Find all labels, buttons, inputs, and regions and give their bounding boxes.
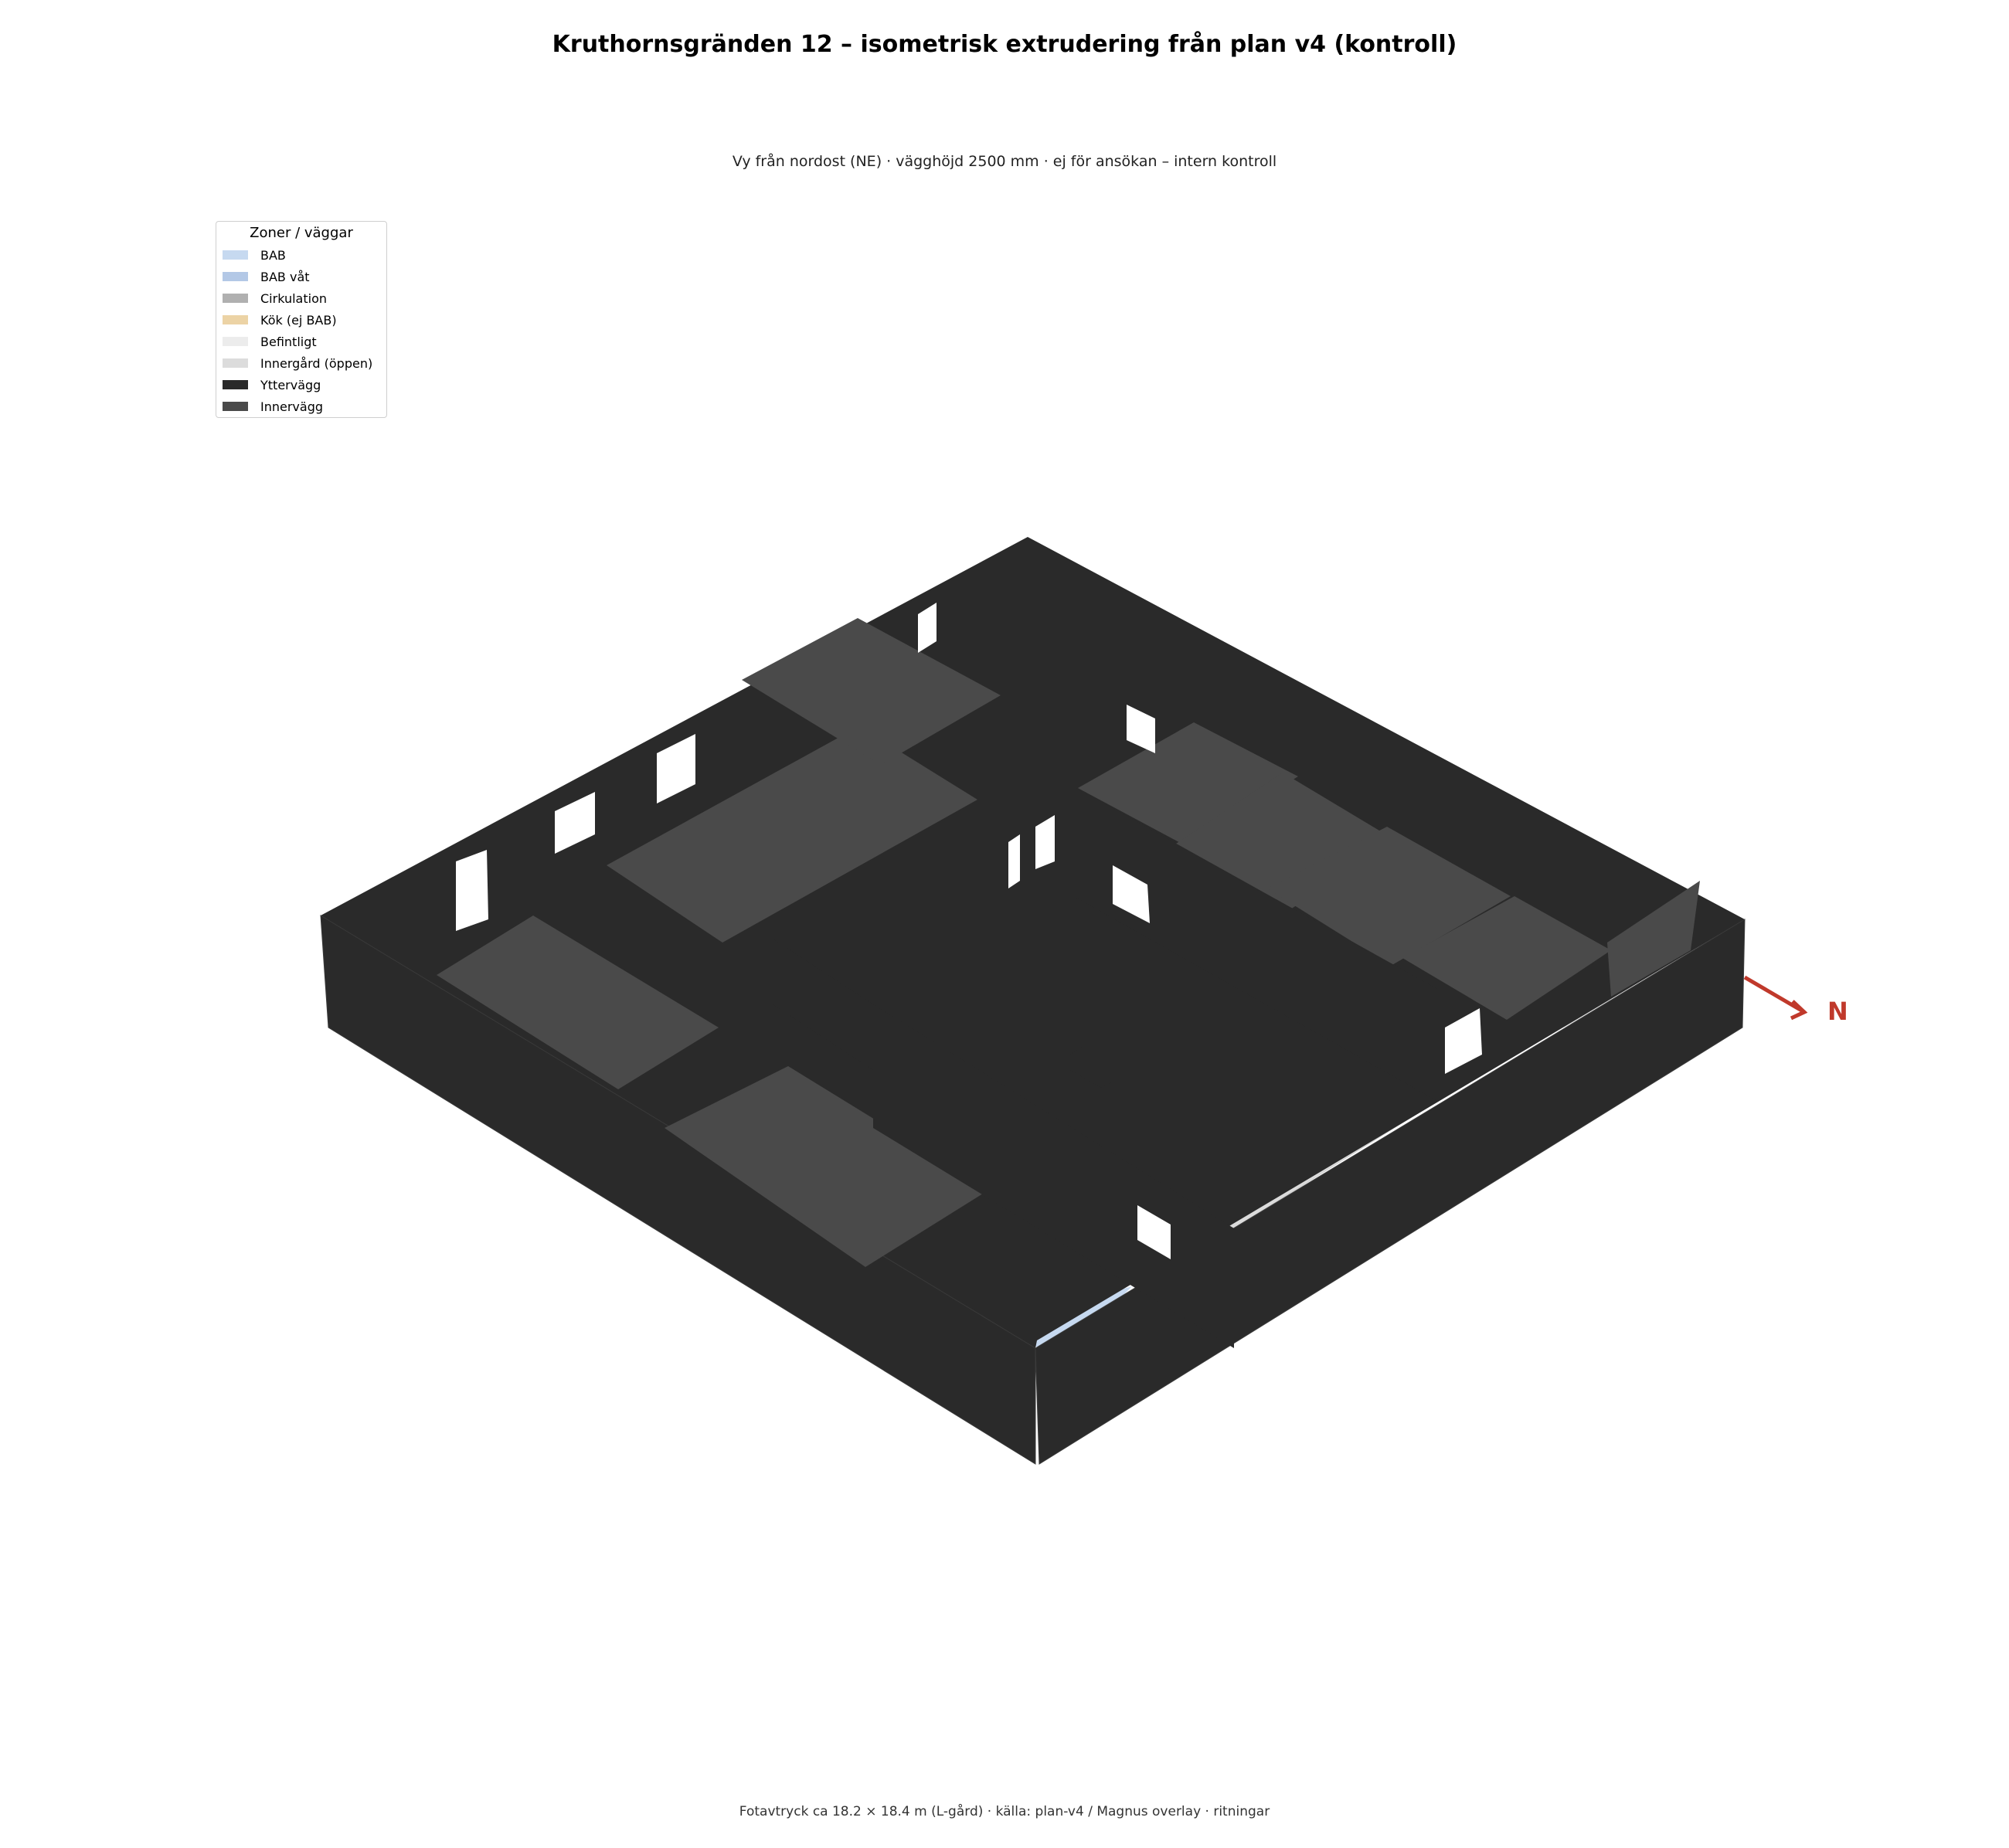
window-opening <box>1035 815 1055 869</box>
window-opening <box>1008 834 1020 888</box>
wall-solids <box>320 537 1746 1465</box>
legend-swatch-innervagg <box>223 402 248 411</box>
window-opening <box>1127 705 1155 753</box>
inner-wall-block-nw <box>607 726 977 943</box>
legend-item-kok: Kök (ej BAB) <box>216 309 386 331</box>
legend-item-innergard: Innergård (öppen) <box>216 352 386 374</box>
legend-item-befintligt: Befintligt <box>216 331 386 352</box>
page-footer: Fotavtryck ca 18.2 × 18.4 m (L-gård) · k… <box>739 1804 1270 1819</box>
window-opening <box>657 734 695 803</box>
window-opening <box>1137 1205 1171 1259</box>
inner-wall-face-courtyard-s <box>873 1004 1234 1348</box>
north-label: N <box>1827 997 1848 1026</box>
legend-item-innervagg: Innervägg <box>216 396 386 417</box>
outer-wall-top <box>321 537 1745 1348</box>
window-opening <box>456 850 488 931</box>
legend-swatch-kok <box>223 315 248 324</box>
inner-wall-block-n <box>742 618 1001 765</box>
legend: Zoner / väggar BAB BAB våt Cirkulation K… <box>216 221 387 418</box>
inner-wall-block-se <box>1607 881 1700 997</box>
legend-item-bab: BAB <box>216 244 386 266</box>
legend-swatch-bab-vat <box>223 272 248 281</box>
window-opening <box>1113 865 1150 923</box>
legend-swatch-innergard <box>223 358 248 368</box>
inner-wall-face-courtyard-n <box>1076 788 1437 1101</box>
legend-swatch-befintligt <box>223 337 248 346</box>
page-subtitle: Vy från nordost (NE) · vägghöjd 2500 mm … <box>732 153 1277 170</box>
legend-item-yttervagg: Yttervägg <box>216 374 386 396</box>
legend-label-bab: BAB <box>260 247 286 263</box>
legend-item-cirkulation: Cirkulation <box>216 287 386 309</box>
legend-label-bab-vat: BAB våt <box>260 269 310 284</box>
window-opening <box>918 603 937 653</box>
page-title: Kruthornsgränden 12 – isometrisk extrude… <box>552 31 1457 58</box>
courtyard-bench <box>1070 1047 1113 1088</box>
legend-swatch-yttervagg <box>223 380 248 389</box>
legend-label-cirkulation: Cirkulation <box>260 290 328 306</box>
legend-swatch-bab <box>223 250 248 260</box>
legend-item-bab-vat: BAB våt <box>216 266 386 287</box>
legend-swatch-cirkulation <box>223 294 248 303</box>
window-opening <box>555 792 595 854</box>
inner-wall-block-e2 <box>1402 896 1611 1020</box>
legend-label-kok: Kök (ej BAB) <box>260 312 337 328</box>
north-arrow-head <box>1790 1000 1808 1021</box>
inner-wall-face-courtyard-w <box>773 939 873 1070</box>
north-arrow-line <box>1743 975 1806 1014</box>
legend-title: Zoner / väggar <box>250 225 353 241</box>
inner-wall-block-w <box>437 916 719 1089</box>
legend-label-yttervagg: Yttervägg <box>260 377 321 392</box>
window-opening <box>1445 1008 1482 1074</box>
north-arrow: N <box>1743 975 1848 1026</box>
inner-wall-block-ne1 <box>1078 722 1298 846</box>
legend-label-innervagg: Innervägg <box>260 399 324 414</box>
legend-label-befintligt: Befintligt <box>260 334 317 349</box>
legend-label-innergard: Innergård (öppen) <box>260 355 373 371</box>
inner-wall-block-e1 <box>1267 827 1511 966</box>
inner-wall-block-s <box>665 1066 989 1267</box>
